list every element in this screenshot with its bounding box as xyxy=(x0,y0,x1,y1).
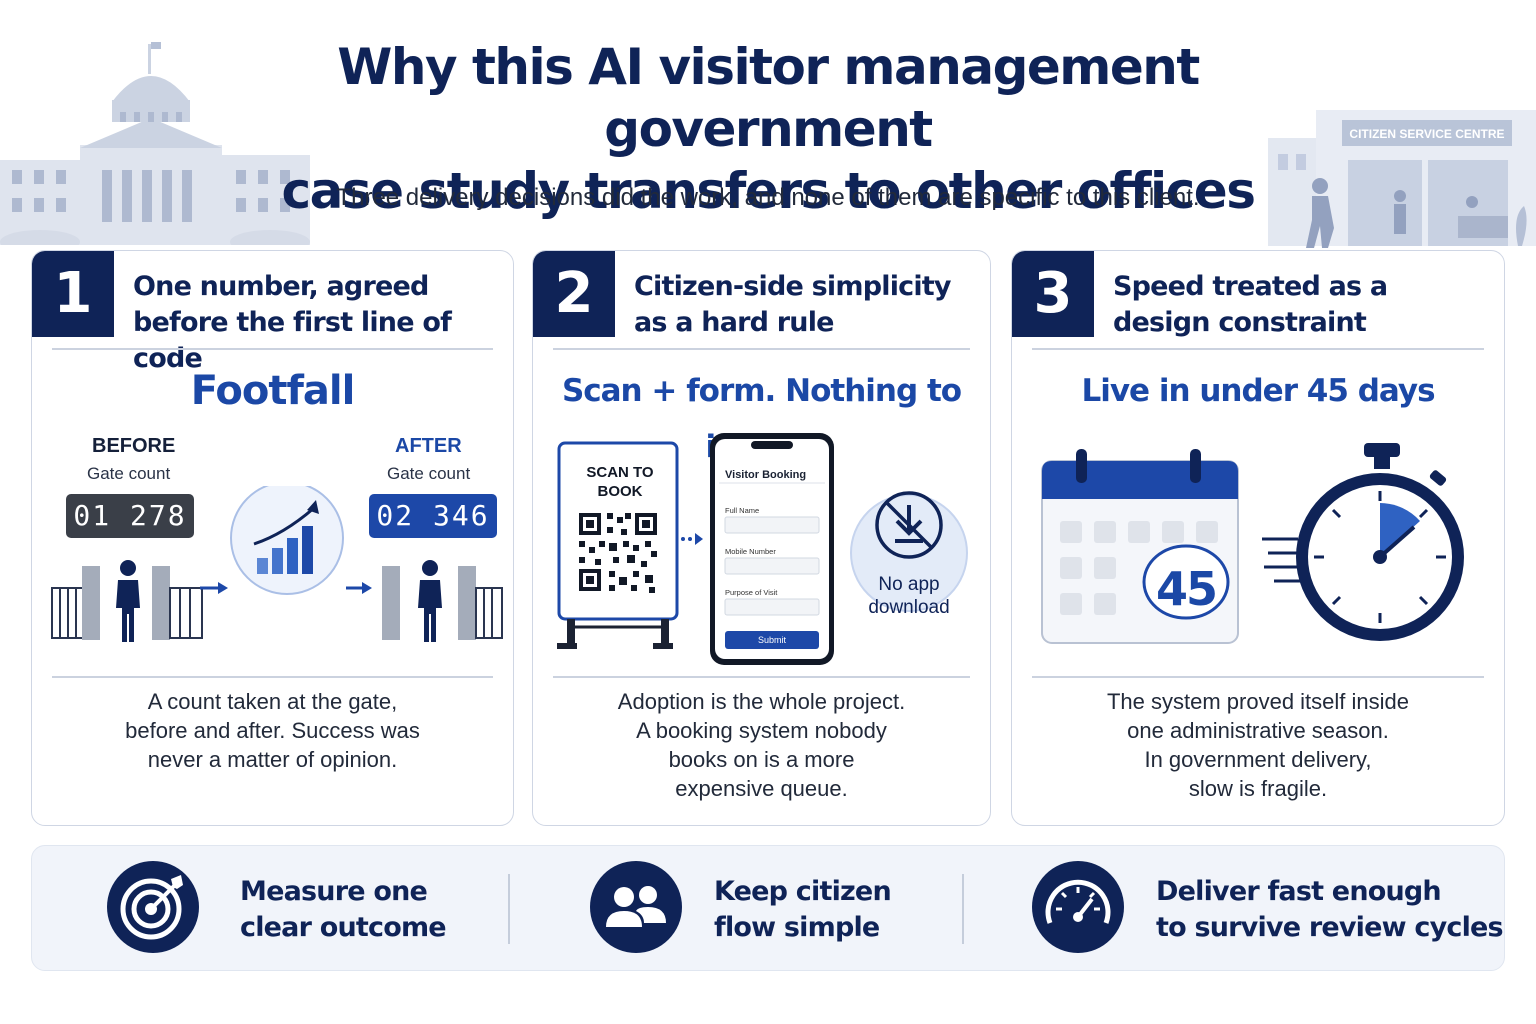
counter-after: 02 346 xyxy=(369,494,497,538)
card-title: Citizen-side simplicity as a hard rule xyxy=(634,269,990,341)
card-number: 1 xyxy=(32,251,114,337)
card-body-line: expensive queue. xyxy=(675,776,848,801)
card-body-line: The system proved itself inside xyxy=(1106,689,1410,714)
card-body: A count taken at the gate, before and af… xyxy=(52,687,493,774)
card-body-line: Adoption is the whole project. xyxy=(617,689,906,714)
capitol-building-illustration xyxy=(0,42,310,245)
turnstile-after-icon xyxy=(382,560,503,642)
summary-strip: Measure one clear outcome Keep citizen f… xyxy=(31,845,1505,971)
arrow-icon xyxy=(681,533,703,545)
before-label: BEFORE xyxy=(92,435,176,457)
building-sign: CITIZEN SERVICE CENTRE xyxy=(1349,127,1504,141)
summary-line2: to survive review cycles xyxy=(1156,912,1504,943)
purpose-of-visit-label: Purpose of Visit xyxy=(725,588,778,597)
divider xyxy=(1032,676,1484,678)
card-number: 2 xyxy=(533,251,615,337)
mobile-number-label: Mobile Number xyxy=(725,547,776,556)
footfall-illustration xyxy=(51,486,503,642)
page-title-line1: Why this AI visitor management governmen… xyxy=(337,38,1200,158)
sign-line2: BOOK xyxy=(597,483,643,500)
no-app-download-badge xyxy=(850,494,968,612)
qr-code-icon xyxy=(579,513,657,593)
card-citizen-simplicity: 2 Citizen-side simplicity as a hard rule… xyxy=(532,250,991,826)
summary-line1: Keep citizen xyxy=(714,876,892,907)
card-title-line2: before the first line of code xyxy=(133,307,452,374)
gate-count-label-before: Gate count xyxy=(87,464,171,483)
card-body: Adoption is the whole project. A booking… xyxy=(553,687,970,803)
sign-line1: SCAN TO xyxy=(586,464,654,481)
card-footfall: 1 One number, agreed before the first li… xyxy=(31,250,514,826)
summary-line2: flow simple xyxy=(714,912,880,943)
no-app-download-text: No app download xyxy=(851,573,967,619)
summary-line2: clear outcome xyxy=(240,912,447,943)
card-title-line2: design constraint xyxy=(1113,307,1367,338)
card-speed: 3 Speed treated as a design constraint L… xyxy=(1011,250,1505,826)
noapp-line1: No app xyxy=(878,574,940,595)
speed-illustration xyxy=(1041,443,1464,644)
scan-and-form-illustration xyxy=(557,433,968,665)
card-title-line1: One number, agreed xyxy=(133,271,429,302)
calendar-icon xyxy=(1041,449,1239,644)
summary-text: Measure one clear outcome xyxy=(240,874,447,946)
phone-form-title: Visitor Booking xyxy=(725,469,807,481)
after-label: AFTER xyxy=(395,435,462,457)
divider xyxy=(962,874,964,944)
summary-text: Deliver fast enough to survive review cy… xyxy=(1156,874,1504,946)
full-name-label: Full Name xyxy=(725,506,760,515)
page-subtitle: Three delivery decisions did the work, a… xyxy=(336,184,1200,211)
card-body-line: A count taken at the gate, xyxy=(147,689,398,714)
card-number: 3 xyxy=(1012,251,1094,337)
card-body-line: never a matter of opinion. xyxy=(147,747,398,772)
card-body-line: slow is fragile. xyxy=(1188,776,1328,801)
target-icon xyxy=(107,861,199,953)
summary-item-flow: Keep citizen flow simple xyxy=(512,846,962,972)
card-body: The system proved itself inside one admi… xyxy=(1032,687,1484,803)
divider xyxy=(52,348,493,350)
calendar-day-number: 45 xyxy=(1155,562,1218,616)
phone-booking-form xyxy=(710,433,834,665)
summary-item-deliver: Deliver fast enough to survive review cy… xyxy=(962,846,1506,972)
card-title-line2: as a hard rule xyxy=(634,307,835,338)
card-title-line1: Citizen-side simplicity xyxy=(634,271,952,302)
summary-item-measure: Measure one clear outcome xyxy=(32,846,512,972)
divider xyxy=(553,348,970,350)
card-body-line: books on is a more xyxy=(668,747,855,772)
card-body-line: before and after. Success was xyxy=(125,718,420,743)
noapp-line2: download xyxy=(868,597,950,618)
citizen-service-centre-illustration: CITIZEN SERVICE CENTRE xyxy=(1268,110,1536,248)
no-download-icon xyxy=(875,491,943,559)
gate-count-label-after: Gate count xyxy=(387,464,471,483)
turnstile-before-icon xyxy=(51,560,203,642)
card-body-line: one administrative season. xyxy=(1127,718,1389,743)
card-body-line: In government delivery, xyxy=(1144,747,1372,772)
divider xyxy=(52,676,493,678)
card-title-line1: Speed treated as a xyxy=(1113,271,1388,302)
summary-line1: Deliver fast enough xyxy=(1156,876,1442,907)
counter-before: 01 278 xyxy=(66,494,194,538)
speedometer-icon xyxy=(1032,861,1124,953)
card-highlight: Footfall xyxy=(190,368,356,414)
card-body-line: A booking system nobody xyxy=(636,718,887,743)
summary-line1: Measure one xyxy=(240,876,428,907)
card-title: One number, agreed before the first line… xyxy=(133,269,503,377)
scan-to-book-label: SCAN TO BOOK xyxy=(561,463,679,501)
people-icon xyxy=(590,861,682,953)
card-highlight: Live in under 45 days xyxy=(1081,373,1435,409)
divider xyxy=(508,874,510,944)
page-title: Why this AI visitor management governmen… xyxy=(200,36,1336,222)
stopwatch-icon xyxy=(1262,443,1464,641)
divider xyxy=(1032,348,1484,350)
growth-chart-icon xyxy=(230,486,344,595)
page-title-line2: case study transfers to other offices xyxy=(281,162,1256,220)
card-title: Speed treated as a design constraint xyxy=(1113,269,1483,341)
summary-text: Keep citizen flow simple xyxy=(714,874,892,946)
divider xyxy=(553,676,970,678)
submit-button: Submit xyxy=(725,631,819,649)
